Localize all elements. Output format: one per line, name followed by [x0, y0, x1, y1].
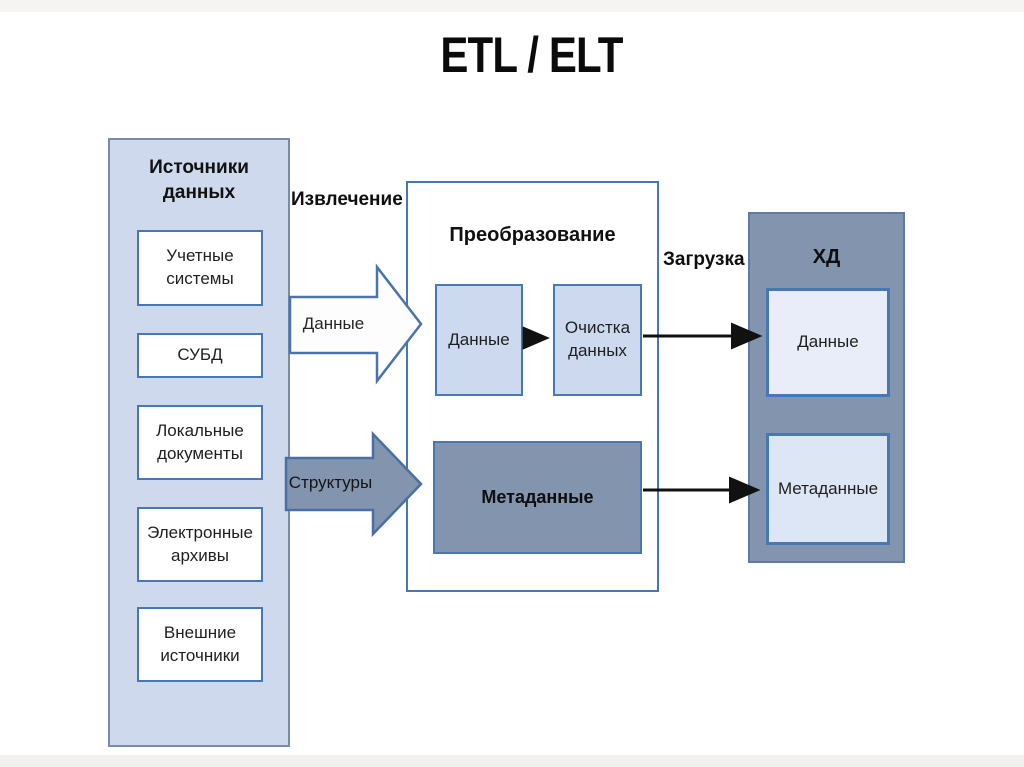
warehouse-panel: ХД Данные Метаданные [748, 212, 905, 563]
transform-cleaning-box: Очистка данных [553, 284, 642, 396]
sources-panel-title: Источники данных [149, 157, 249, 204]
transform-panel: Преобразование Данные Очистка данных Мет… [406, 181, 659, 592]
sources-panel: Источники данных Учетные системы СУБД Ло… [108, 138, 290, 747]
loading-stage-label: Загрузка [663, 249, 745, 270]
slide-title: ETL / ELT [0, 26, 1024, 84]
transform-data-box: Данные [435, 284, 523, 396]
source-box-external-sources: Внешние источники [137, 607, 263, 682]
extraction-stage-label: Извлечение [291, 189, 403, 210]
source-box-dbms: СУБД [137, 333, 263, 378]
slide-title-text: ETL / ELT [439, 27, 623, 83]
warehouse-data-box: Данные [766, 288, 890, 397]
slide-bottom-edge [0, 755, 1024, 767]
structures-flow-label: Структуры [288, 473, 373, 492]
source-box-electronic-archives: Электронные архивы [137, 507, 263, 582]
slide-top-edge [0, 0, 1024, 12]
source-box-local-documents: Локальные документы [137, 405, 263, 480]
warehouse-metadata-box: Метаданные [766, 433, 890, 545]
warehouse-panel-title: ХД [812, 246, 841, 268]
transform-panel-title: Преобразование [449, 224, 616, 246]
source-box-accounting-systems: Учетные системы [137, 230, 263, 306]
data-flow-label: Данные [302, 314, 365, 333]
transform-metadata-box: Метаданные [433, 441, 642, 554]
